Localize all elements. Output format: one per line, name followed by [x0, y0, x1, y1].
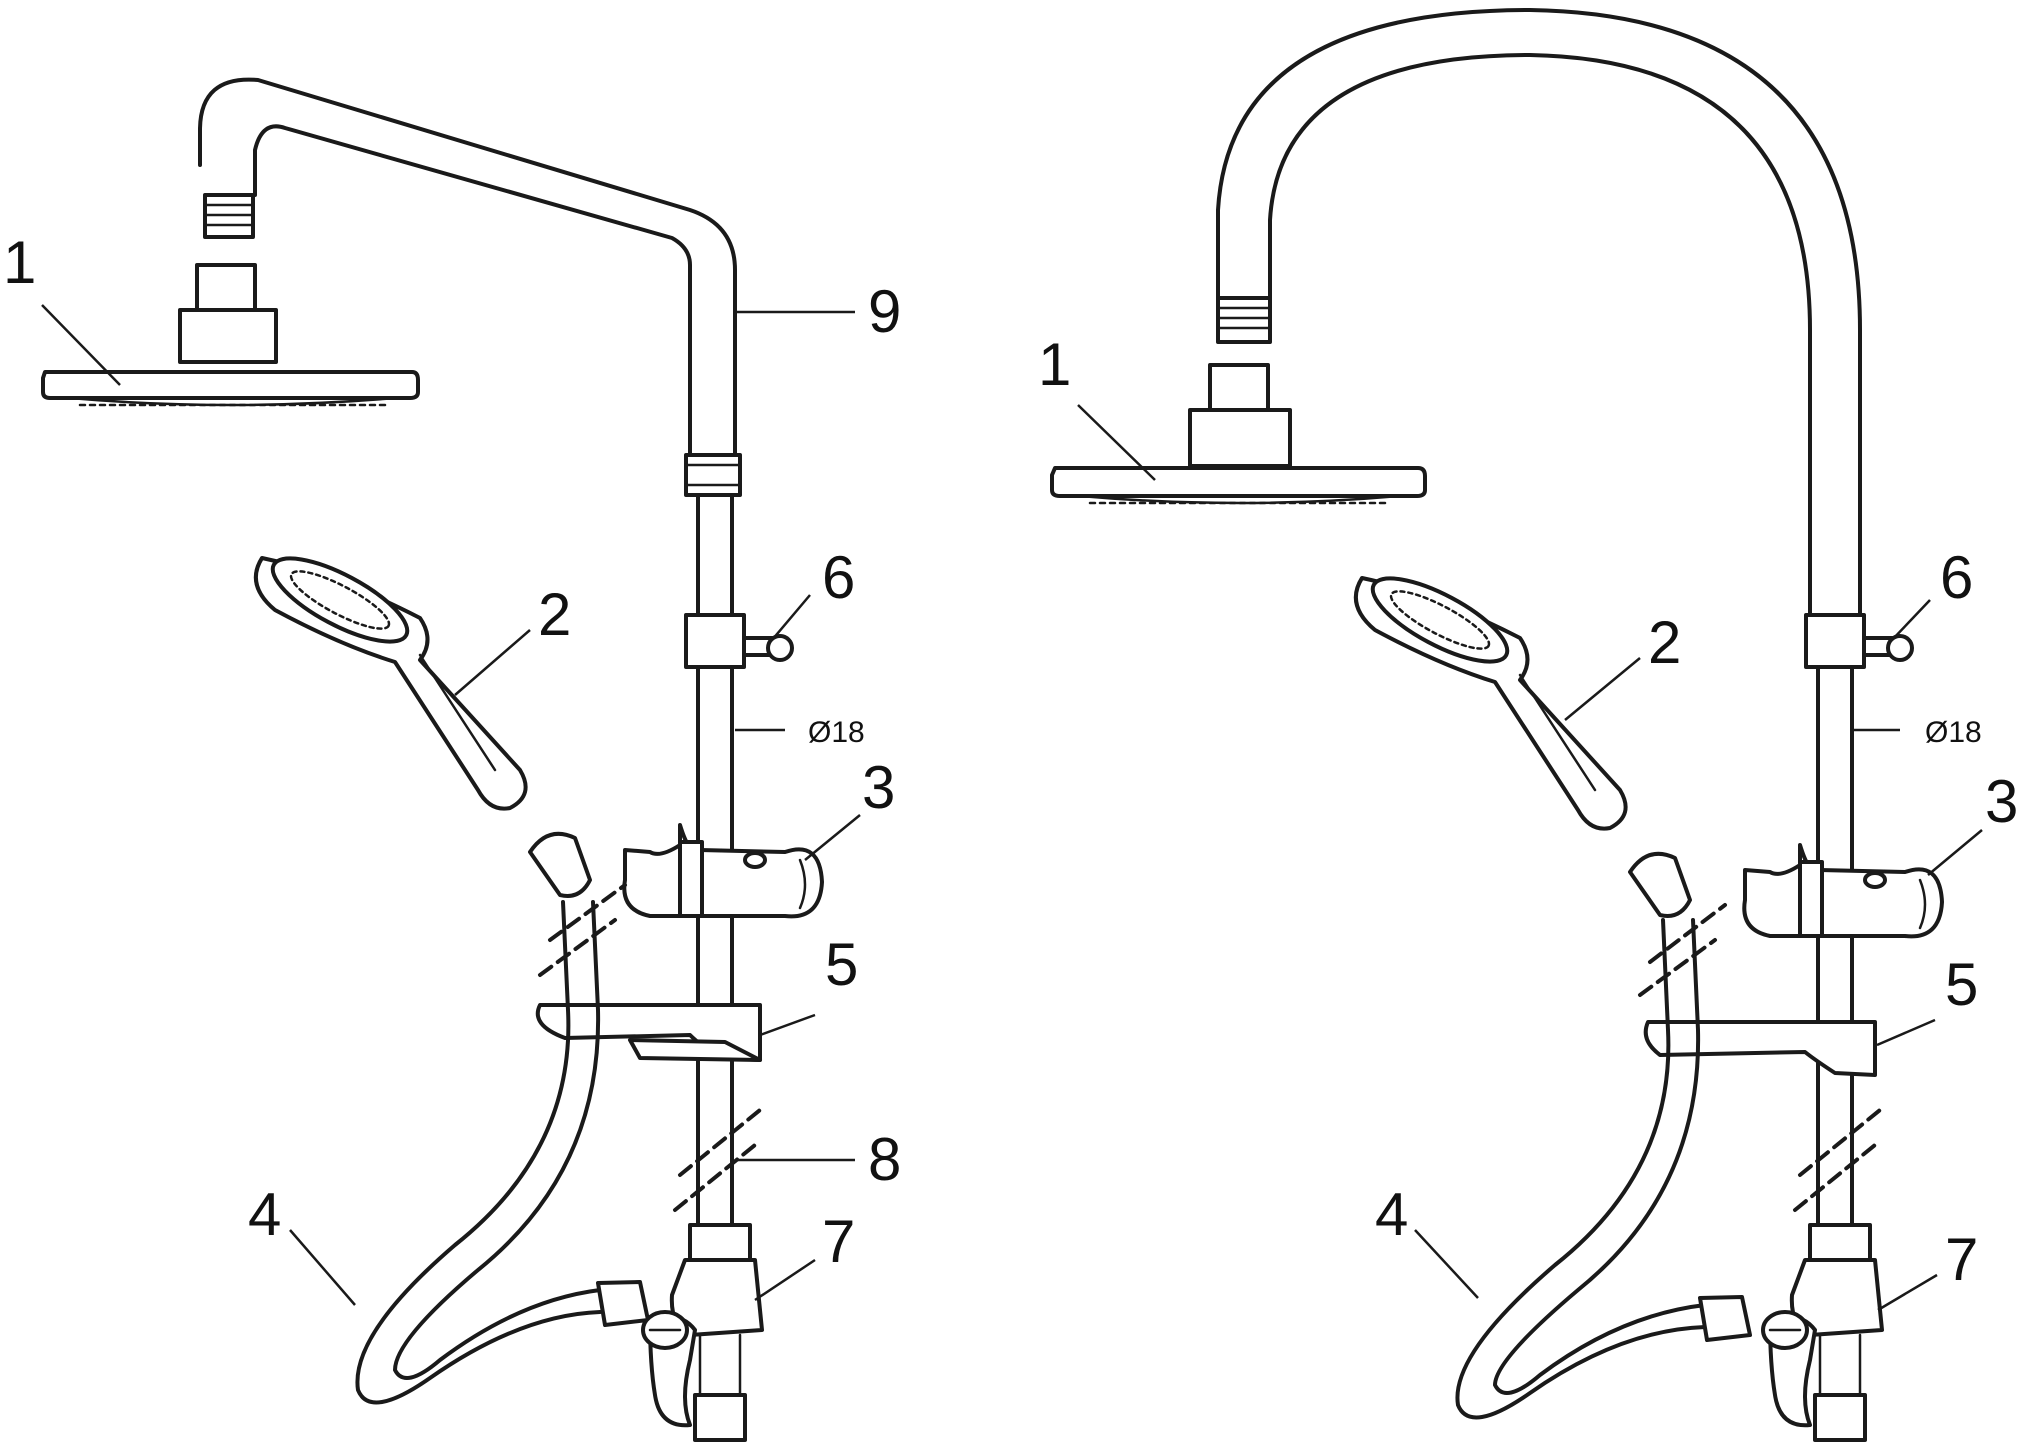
callout-left-5: 5 [825, 931, 858, 998]
diameter-right: Ø18 [1925, 716, 1982, 749]
callout-labels: 1 2 3 4 5 6 7 8 9 Ø18 1 2 3 4 5 6 7 Ø18 [3, 229, 2018, 1293]
right-wall-bracket [1804, 613, 1866, 669]
leader-left-4 [289, 1229, 356, 1306]
leader-right-5 [1876, 1018, 1936, 1047]
leader-right-6 [1891, 599, 1931, 641]
callout-left-7: 7 [822, 1208, 855, 1275]
callout-left-3: 3 [862, 754, 895, 821]
callout-right-2: 2 [1648, 609, 1681, 676]
right-hand-shower [1353, 576, 1628, 831]
left-shelf [535, 1003, 762, 1062]
right-arm-thread [1216, 296, 1272, 344]
right-head-shower [1050, 363, 1427, 505]
leader-left-3 [804, 814, 861, 861]
leader-left-1 [41, 304, 121, 386]
left-diverter [641, 1223, 764, 1442]
right-diverter [1761, 1223, 1884, 1442]
callout-right-7: 7 [1945, 1226, 1978, 1293]
callout-left-1: 1 [3, 229, 36, 296]
left-wall-bracket [684, 613, 746, 669]
callout-left-6: 6 [822, 544, 855, 611]
right-hose [1455, 851, 1752, 1420]
callout-left-2: 2 [538, 581, 571, 648]
right-shower-assembly [1050, 8, 1944, 1442]
leader-right-1 [1077, 404, 1156, 481]
callout-right-6: 6 [1940, 544, 1973, 611]
right-shelf [1643, 1020, 1877, 1077]
callout-right-5: 5 [1945, 951, 1978, 1018]
callout-left-8: 8 [868, 1126, 901, 1193]
leader-right-7 [1877, 1273, 1938, 1312]
right-screw [1886, 634, 1914, 662]
leader-left-7 [754, 1258, 816, 1302]
left-shower-arm [198, 77, 737, 457]
left-screw [766, 634, 794, 662]
leader-right-4 [1414, 1229, 1479, 1299]
callout-right-3: 3 [1985, 768, 2018, 835]
left-hose [355, 831, 650, 1405]
left-rail-connector [684, 453, 742, 497]
left-hand-shower [253, 556, 528, 811]
right-slider [1742, 843, 1944, 939]
leader-lines [41, 304, 1983, 1312]
callout-right-1: 1 [1038, 331, 1071, 398]
left-head-shower [41, 263, 420, 407]
diameter-left: Ø18 [808, 716, 865, 749]
right-shower-arm [1216, 8, 1862, 617]
left-slider [622, 823, 824, 919]
callout-left-4: 4 [248, 1181, 281, 1248]
callout-right-4: 4 [1375, 1181, 1408, 1248]
leader-right-3 [1927, 829, 1983, 876]
callout-left-9: 9 [868, 278, 901, 345]
leader-left-6 [771, 594, 811, 641]
leader-left-5 [759, 1013, 816, 1037]
leader-left-2 [454, 629, 531, 696]
leader-right-2 [1564, 657, 1641, 721]
left-shower-assembly [41, 77, 824, 1442]
